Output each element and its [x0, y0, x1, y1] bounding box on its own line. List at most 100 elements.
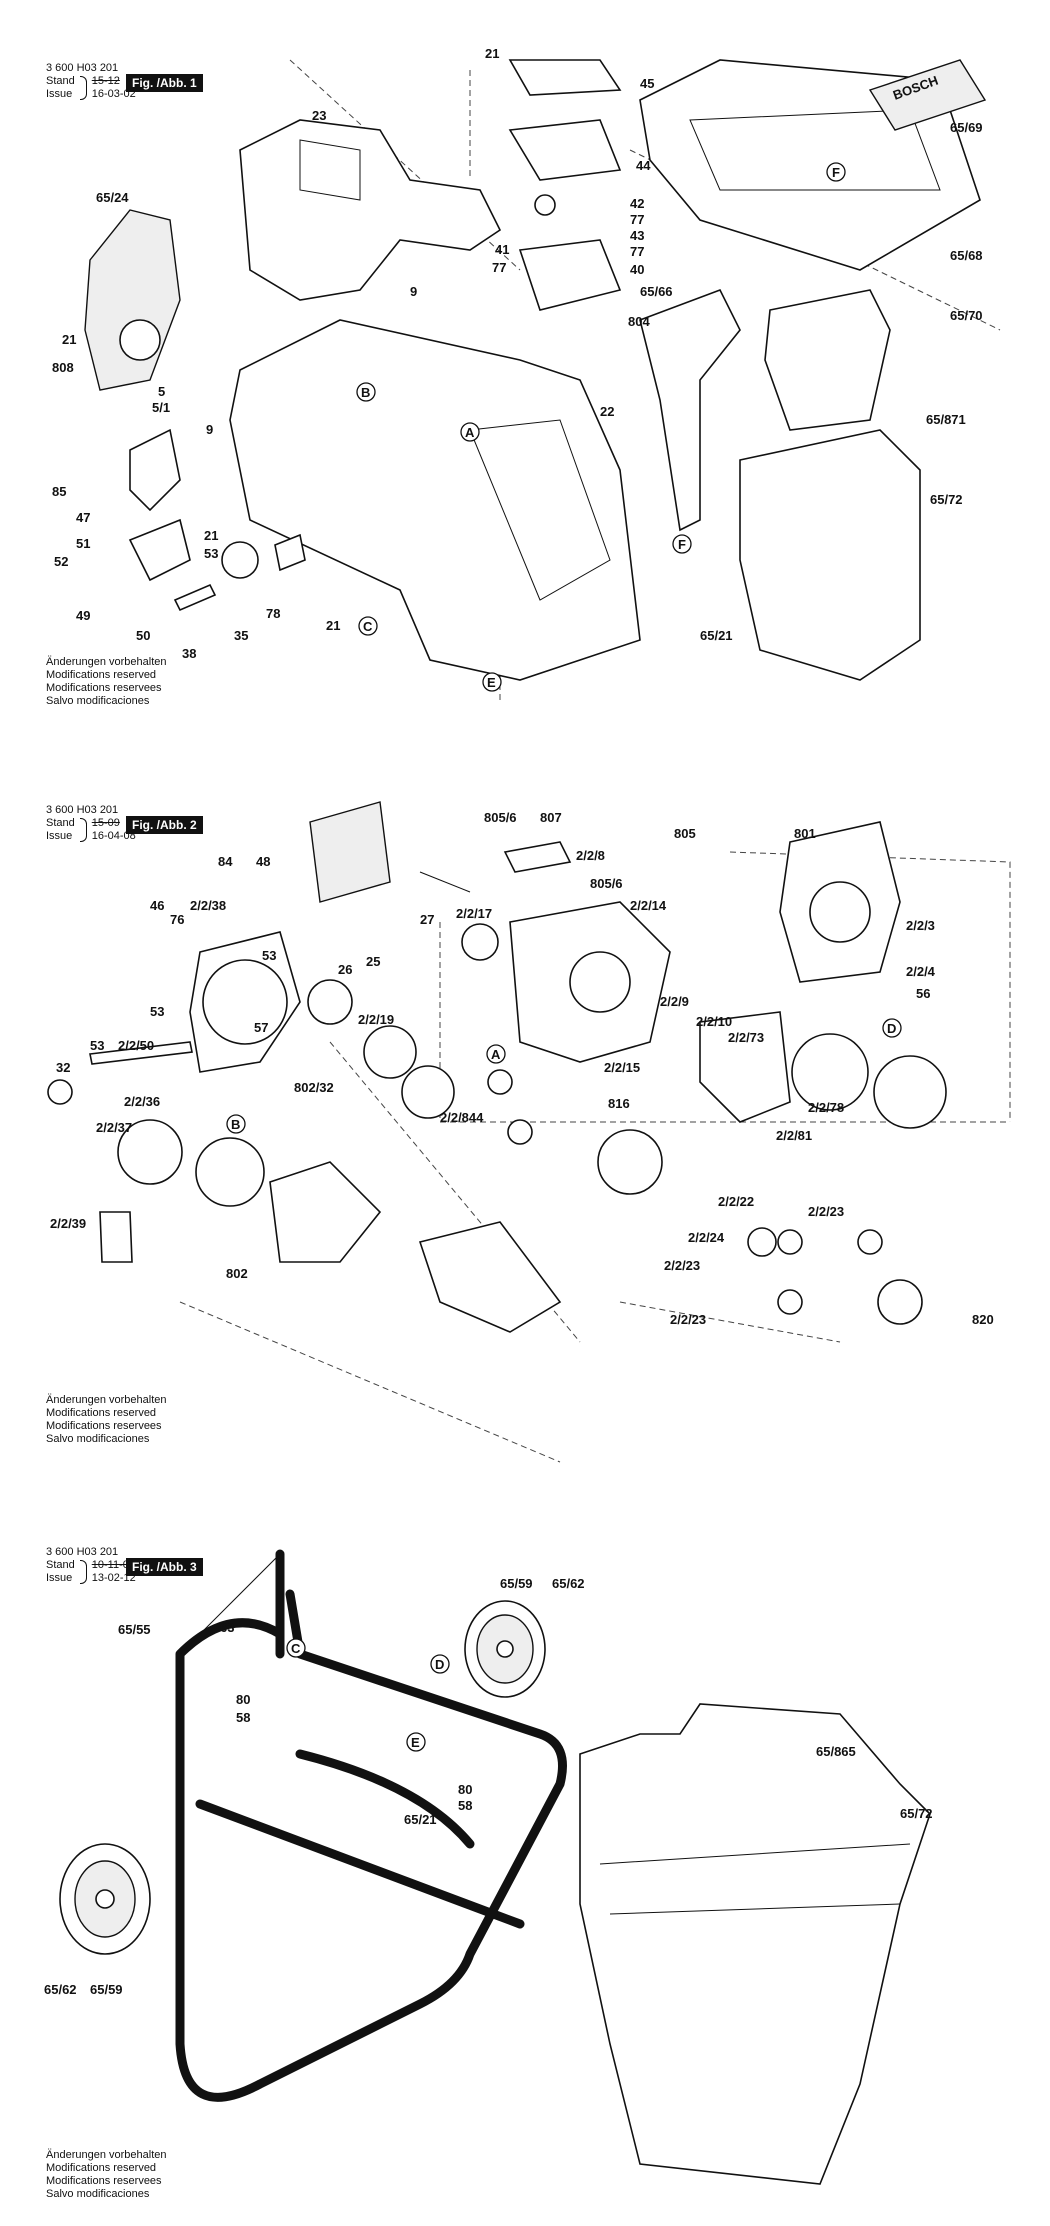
part-51: 51 — [76, 536, 90, 551]
part-805: 805 — [674, 826, 696, 841]
part-65-59-bottom: 65/59 — [90, 1982, 123, 1997]
stand-label: Stand — [46, 817, 75, 829]
marker-A: A — [465, 425, 475, 440]
pusher-65-66 — [639, 288, 741, 532]
motor-cage — [202, 959, 288, 1045]
reference-markers: C D E — [286, 1638, 450, 1752]
notes: Änderungen vorbehalten Modifications res… — [46, 656, 166, 708]
nut-32 — [47, 1079, 73, 1105]
part-77b: 77 — [630, 244, 644, 259]
part-52: 52 — [54, 554, 68, 569]
part-45: 45 — [640, 76, 654, 91]
figure-tag: Fig. /Abb. 2 — [126, 816, 203, 834]
part-58: 58 — [236, 1710, 250, 1725]
part-2-2-24: 2/2/24 — [688, 1230, 725, 1245]
part-27: 27 — [420, 912, 434, 927]
circuit-board-40 — [518, 239, 622, 311]
marker-D: D — [887, 1021, 896, 1036]
part-2-2-78: 2/2/78 — [808, 1100, 844, 1115]
part-53c: 53 — [90, 1038, 104, 1053]
part-2-2-81: 2/2/81 — [776, 1128, 812, 1143]
part-65-24: 65/24 — [96, 190, 129, 205]
cutter-2-2-73 — [699, 1011, 791, 1123]
circlip-802-32 — [363, 1025, 417, 1079]
gear-35 — [221, 541, 259, 579]
stator-802 — [269, 1161, 382, 1263]
gear-2-2-23b — [857, 1229, 883, 1255]
part-65-55: 65/55 — [118, 1622, 151, 1637]
exploded-view-1: BOSCH 21 45 44 23 42 77 43 41 77 77 40 6… — [52, 46, 1001, 700]
collection-box-65-865 — [579, 1703, 931, 2185]
note-en: Modifications reserved — [46, 2162, 157, 2174]
switch-plate-44 — [508, 119, 622, 181]
part-9: 9 — [410, 284, 417, 299]
part-53: 53 — [204, 546, 218, 561]
part-804: 804 — [628, 314, 650, 329]
part-65-59-top: 65/59 — [500, 1576, 533, 1591]
part-48: 48 — [256, 854, 270, 869]
bracket-ring — [809, 881, 871, 943]
part-2-2-14: 2/2/14 — [630, 898, 667, 913]
marker-E: E — [411, 1735, 420, 1750]
stand-date: 10-11-08 — [91, 1559, 135, 1571]
note-es: Salvo modificaciones — [46, 2188, 150, 2200]
part-65-66: 65/66 — [640, 284, 673, 299]
part-43: 43 — [630, 228, 644, 243]
base-frame-65-871 — [739, 429, 921, 681]
part-38: 38 — [182, 646, 196, 661]
bracket-2-2-8 — [503, 841, 572, 873]
ring-2-2-15 — [401, 1065, 455, 1119]
gear-2-2-23c — [777, 1289, 803, 1315]
marker-E: E — [487, 675, 496, 690]
fan-port — [119, 319, 161, 361]
part-2-2-10: 2/2/10 — [696, 1014, 732, 1029]
capacitor-2-2-39 — [99, 1211, 133, 1263]
part-25: 25 — [366, 954, 380, 969]
part-2-2-37: 2/2/37 — [96, 1120, 132, 1135]
part-65-70: 65/70 — [950, 308, 983, 323]
cover-plate-2-2-38 — [309, 801, 391, 903]
part-labels: 65/59 65/62 63 65/55 80 58 65/865 80 58 … — [44, 1576, 933, 1997]
part-802-32: 802/32 — [294, 1080, 334, 1095]
part-50: 50 — [136, 628, 150, 643]
ring-2-2-19 — [307, 979, 353, 1025]
drawing-code: 3 600 H03 201 — [46, 62, 119, 74]
planet-carrier-820 — [877, 1279, 923, 1325]
part-820: 820 — [972, 1312, 994, 1327]
part-77c: 77 — [492, 260, 506, 275]
part-2-2-844: 2/2/844 — [440, 1110, 484, 1125]
issue-date: 16-03-02 — [91, 88, 136, 100]
part-5: 5 — [158, 384, 165, 399]
gear-2-2-844 — [487, 1069, 513, 1095]
part-labels: 21 45 44 23 42 77 43 41 77 77 40 65/69 6… — [52, 46, 983, 661]
part-22: 22 — [600, 404, 614, 419]
marker-B: B — [231, 1117, 240, 1132]
part-labels: 805/6 807 805 2/2/8 801 805/6 84 48 46 7… — [50, 810, 994, 1327]
gear-2-2-844b — [507, 1119, 533, 1145]
figure-tag: Fig. /Abb. 3 — [126, 1558, 203, 1576]
note-de: Änderungen vorbehalten — [46, 2149, 167, 2161]
note-fr: Modifications reservees — [46, 1420, 162, 1432]
part-40: 40 — [630, 262, 644, 277]
part-76: 76 — [170, 912, 184, 927]
screw-38 — [173, 583, 217, 612]
part-32: 32 — [56, 1060, 70, 1075]
part-805-6: 805/6 — [484, 810, 517, 825]
shaft-2-2-50 — [89, 1041, 193, 1065]
issue-date: 16-04-08 — [91, 830, 136, 842]
cable-relief-47 — [129, 428, 181, 512]
brand-label-65-69 — [868, 59, 987, 131]
drawing-code: 3 600 H03 201 — [46, 804, 119, 816]
issue-label: Issue — [46, 830, 73, 842]
marker-A: A — [491, 1047, 501, 1062]
ring-2-2-81 — [873, 1055, 947, 1129]
note-de: Änderungen vorbehalten — [46, 1394, 167, 1406]
stand-label: Stand — [46, 75, 75, 87]
part-2-2-36: 2/2/36 — [124, 1094, 160, 1109]
part-2-2-23: 2/2/23 — [808, 1204, 844, 1219]
note-fr: Modifications reservees — [46, 682, 162, 694]
part-42: 42 — [630, 196, 644, 211]
notes: Änderungen vorbehalten Modifications res… — [46, 2149, 166, 2201]
